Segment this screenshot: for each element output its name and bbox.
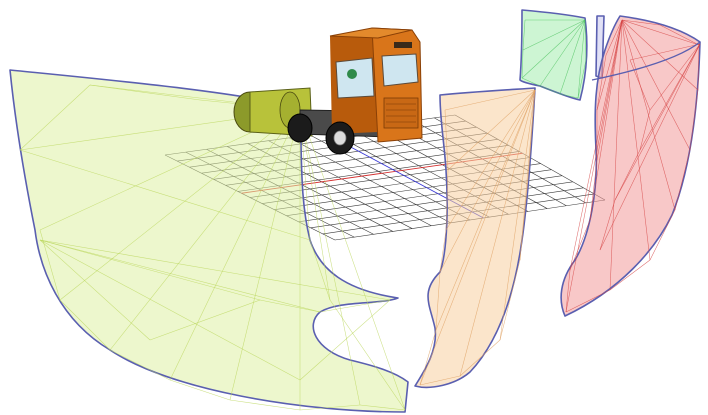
green-view-panel — [520, 10, 604, 100]
front-wheel — [326, 122, 354, 154]
windshield — [382, 54, 418, 86]
rear-wheel — [288, 114, 312, 142]
brand-badge — [394, 42, 412, 48]
driver-figure — [347, 69, 357, 79]
grille — [384, 98, 418, 128]
grid-line — [299, 182, 573, 222]
